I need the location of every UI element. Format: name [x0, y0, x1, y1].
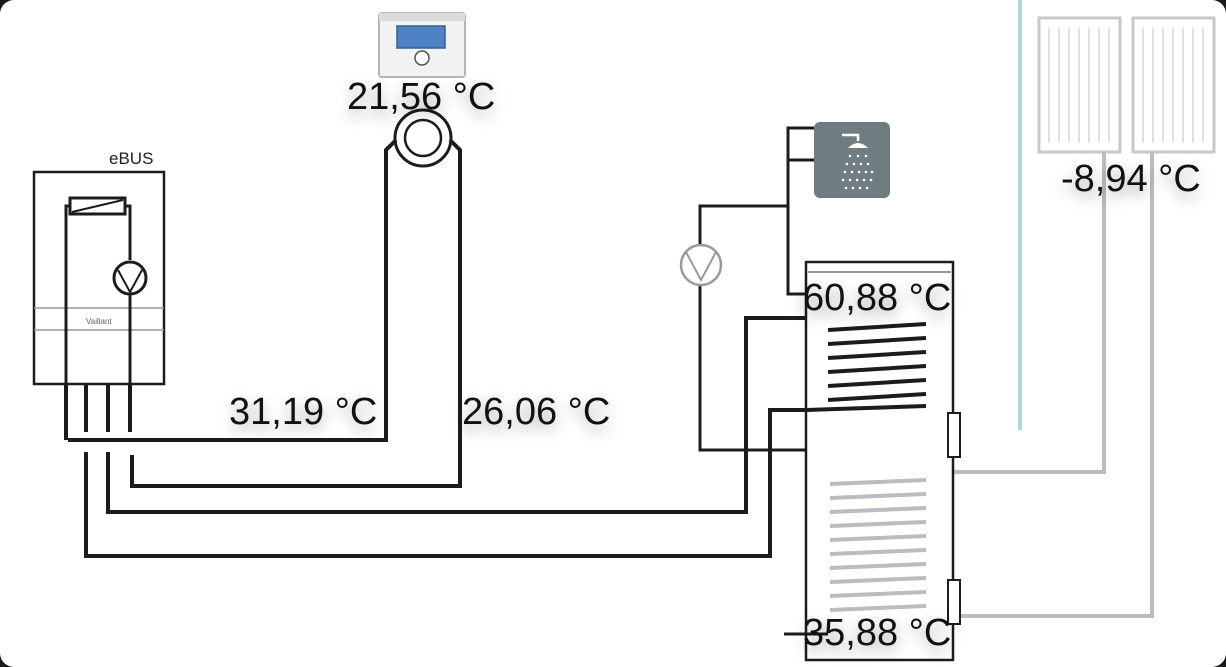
tank-bottom-temperature-reading: 35,88 °C	[803, 612, 952, 654]
dhw-pipes	[698, 126, 824, 452]
return-temperature-reading: 26,06 °C	[462, 391, 611, 433]
flow-temperature-reading: 31,19 °C	[229, 391, 378, 433]
boiler-icon: Vaillant	[32, 170, 166, 440]
heating-circuit-pipes	[68, 138, 462, 488]
shower-icon	[814, 122, 890, 198]
circulation-pump-icon	[679, 243, 723, 287]
ebus-label: eBUS	[109, 149, 154, 168]
room-temperature-reading: 21,56 °C	[347, 76, 496, 118]
boiler-brand-mark: Vaillant	[86, 317, 112, 326]
thermostat-icon	[378, 12, 466, 78]
storage-charge-pipes	[84, 316, 830, 558]
storage-tank-icon	[784, 260, 961, 662]
tank-top-temperature-reading: 60,88 °C	[803, 277, 952, 319]
collector-temperature-reading: -8,94 °C	[1061, 158, 1201, 200]
pump-icon	[393, 108, 453, 168]
solar-collector-icon	[1037, 16, 1216, 154]
